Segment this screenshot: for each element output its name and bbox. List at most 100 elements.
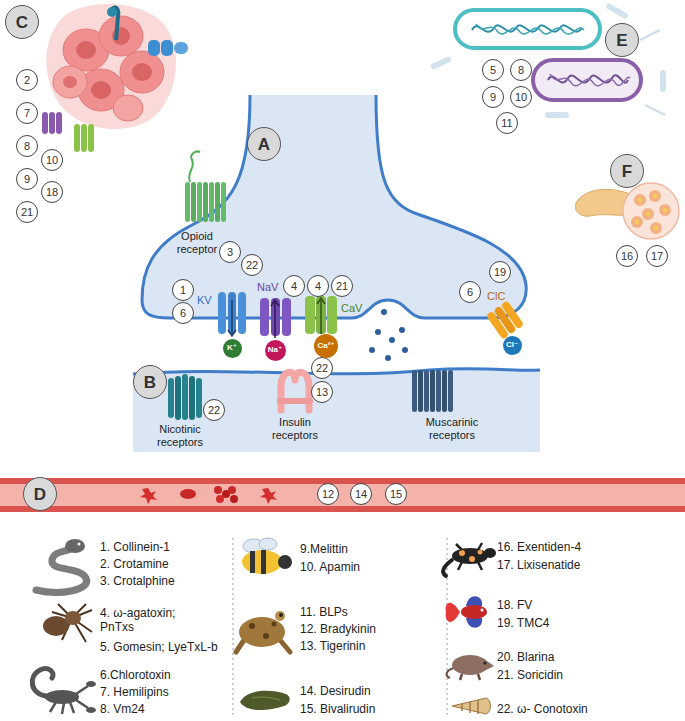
scorpion-icon-part [45,690,79,704]
snake-icon-part [65,539,85,553]
callout-number: 16 [616,245,638,267]
nicotinic-receptor-part [175,376,181,420]
presynaptic-terminal-part [142,95,526,318]
toxin-list-item: 6.Chlorotoxin [100,668,171,682]
scorpion-icon-part [50,686,88,714]
muscarinic-receptor-part [436,370,441,412]
bacteria-part [455,10,600,48]
callout-number: 12 [317,483,339,505]
pancreas-islet-part [634,194,646,206]
panel-letter: B [133,365,167,399]
blood-vessel-part [214,486,222,494]
pancreas-islet-part [653,194,657,198]
panel-letter: C [5,5,39,39]
structure-label: Insulin receptors [265,416,325,442]
bee-icon-part [242,550,282,574]
snake-icon-part [78,543,81,546]
frog-icon-part [249,623,255,629]
scorpion-icon [32,669,96,714]
node-text: 19 [494,267,506,278]
structure-label: KV [197,294,212,307]
betta-fish-icon [446,596,487,628]
calcium-channel-part [317,298,325,304]
gila-monster-icon-part [484,548,496,558]
node-text: 15 [390,489,402,500]
toxin-list-item: 20. Blarina [497,650,554,664]
vesicle-release-part [402,347,408,353]
bacteria-part [640,30,665,115]
callout-number: 7 [16,102,38,124]
callout-number: 22 [203,399,225,421]
node-text: 10 [515,92,527,103]
nicotinic-receptor-part [196,378,202,418]
pancreas-islet-part [654,226,658,230]
callout-number: 10 [41,149,63,171]
callout-number: 22 [241,254,263,276]
blood-vessel-part [216,495,224,503]
toxin-list-item: 18. FV [497,598,532,612]
frog-icon [236,611,290,652]
cancer-cells-part [81,124,87,152]
toxin-list-item: 21. Soricidin [497,668,563,682]
callout-number: 19 [489,261,511,283]
node-text: 8 [24,141,30,152]
toxin-list-item: 5. Gomesin; LyeTxL-b [100,640,218,654]
node-text: 3 [227,247,233,258]
shrew-icon-part [484,659,494,671]
opioid-receptor-part [197,182,202,222]
column-divider-part [233,538,234,718]
gila-monster-icon [443,543,496,576]
scorpion-icon-part [86,707,96,713]
muscarinic-receptor [412,370,453,412]
node-text: 21 [21,207,33,218]
sodium-channel-part [260,298,269,336]
calcium-channel [305,296,337,334]
structure-label: Nicotinic receptors [140,423,220,449]
callout-number: 14 [350,483,372,505]
opioid-receptor-part [209,182,214,222]
opioid-receptor-part [191,182,196,222]
pancreas-islet-part [623,183,679,239]
frog-icon-part [263,633,269,639]
callout-number: 1 [172,279,194,301]
gila-monster-icon-part [459,550,465,556]
toxin-list-item: 1. Collinein-1 [100,540,170,554]
toxin-list-item: 7. Hemilipins [100,685,169,699]
leech-icon-part [240,691,290,710]
node-text: 5 [490,65,496,76]
pancreas-islet-part [659,204,671,216]
calcium-channel-part [316,296,326,334]
toxin-list-item: 4. ω-agatoxin; PnTxs [100,606,195,634]
callout-number: 9 [16,168,38,190]
nicotinic-receptor [168,374,202,420]
frog-icon-part [275,611,285,621]
callout-number: 21 [16,201,38,223]
callout-number: 8 [16,135,38,157]
node-text: 18 [46,187,58,198]
calcium-channel-part [320,300,322,334]
node-text: 16 [621,251,633,262]
bacteria-part [430,56,452,71]
vesicle-release-part [389,337,395,343]
vesicle-release-part [369,347,375,353]
betta-fish-icon-part [481,609,484,612]
callout-number: 15 [385,483,407,505]
cancer-cells-part [161,40,173,56]
nicotinic-receptor-part [189,376,195,420]
toxin-list-item: 11. BLPs [300,605,348,619]
muscarinic-receptor-part [418,370,423,412]
toxin-list-item: 22. ω- Conotoxin [497,702,588,716]
node-text: 4 [291,281,297,292]
spider-icon [43,604,92,642]
callout-number: 6 [459,281,481,303]
pancreas-islet-part [638,198,642,202]
node-text: 22 [208,405,220,416]
blood-vessel-part [260,488,277,504]
sodium-channel-part [271,300,279,306]
sodium-channel-part [282,298,291,336]
insulin-receptor-part [277,398,313,404]
cancer-cells-part [113,95,143,121]
opioid-receptor-part [215,182,220,222]
bacteria-part [550,74,630,86]
